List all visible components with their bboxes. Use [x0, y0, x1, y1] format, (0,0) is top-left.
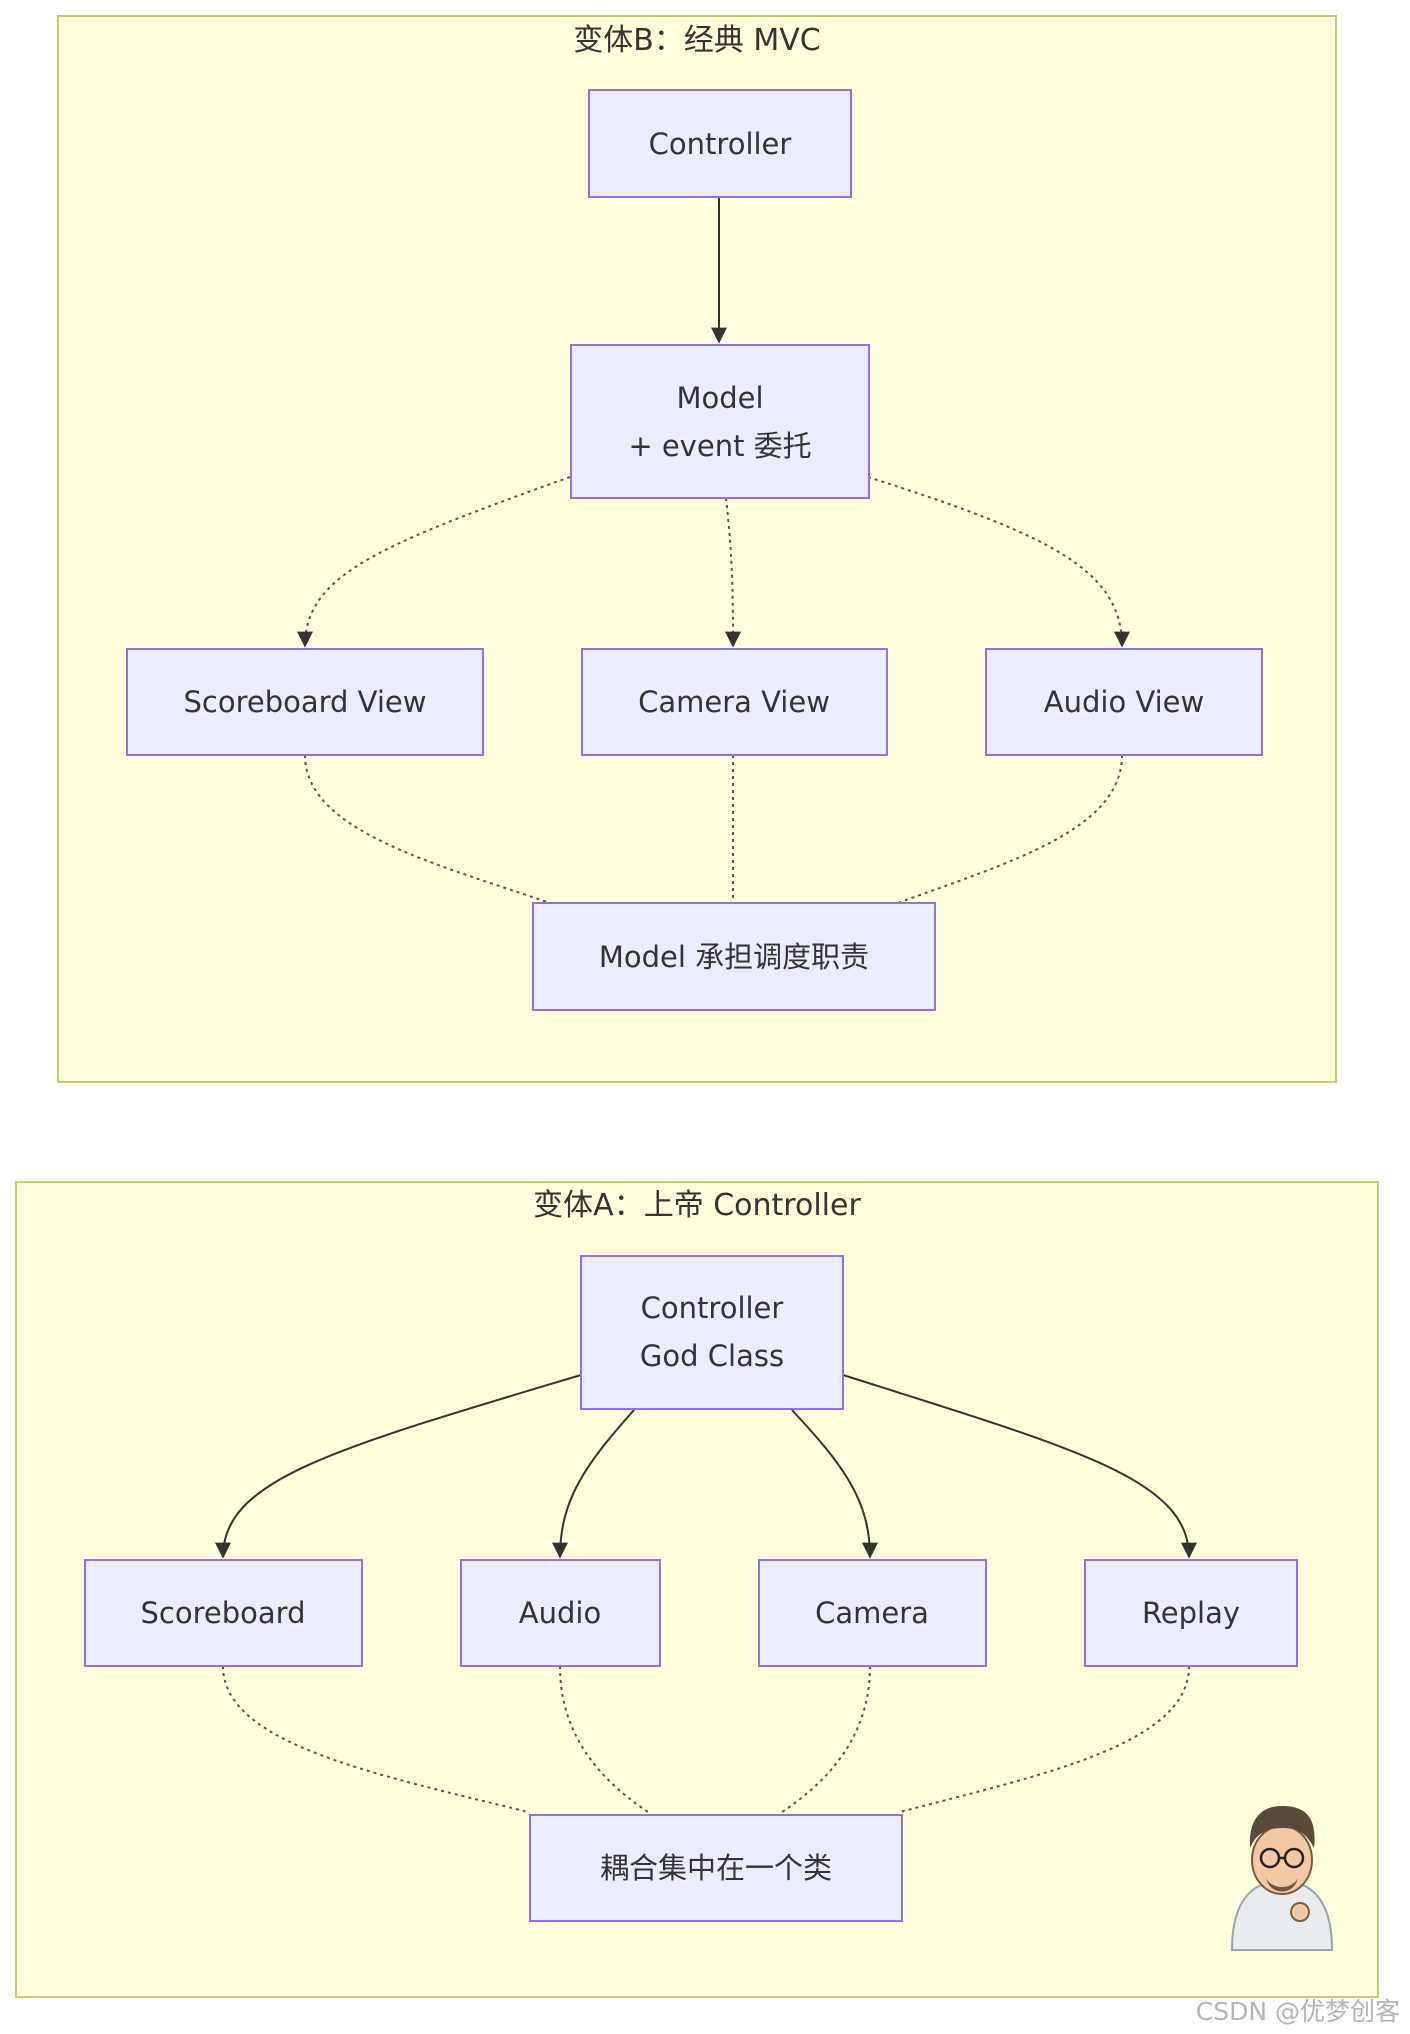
node-replay: Replay: [1084, 1559, 1298, 1667]
node-controller: Controller: [588, 89, 852, 198]
edge-scoreboard-to-coupling: [222, 1665, 529, 1813]
cluster-title-mvc: 变体B：经典 MVC: [573, 23, 820, 58]
edge-model-to-audio-view: [867, 476, 1130, 648]
node-model-dispatch: Model 承担调度职责: [532, 902, 936, 1011]
node-camera-view-label: Camera View: [638, 685, 830, 719]
node-camera-label: Camera: [815, 1596, 929, 1630]
node-scoreboard-view: Scoreboard View: [126, 648, 484, 756]
mvc-edges: [297, 198, 1130, 904]
node-audio-label: Audio: [519, 1596, 601, 1630]
avatar-illustration: [1230, 1806, 1334, 1951]
edge-god-to-replay: [842, 1374, 1197, 1559]
node-god-controller-label-line1: Controller: [641, 1291, 784, 1325]
node-camera: Camera: [758, 1559, 987, 1667]
node-controller-label: Controller: [649, 127, 792, 161]
god-edges: [215, 1374, 1197, 1813]
edge-camera-to-coupling: [781, 1665, 871, 1813]
node-camera-view: Camera View: [581, 648, 888, 756]
node-coupling-label: 耦合集中在一个类: [600, 1851, 832, 1885]
node-model: Model + event 委托: [570, 344, 870, 499]
node-god-controller-label-line2: God Class: [640, 1339, 784, 1373]
node-scoreboard-view-label: Scoreboard View: [183, 685, 426, 719]
edge-audio-to-coupling: [559, 1665, 649, 1813]
node-god-controller: Controller God Class: [580, 1255, 844, 1410]
node-scoreboard: Scoreboard: [84, 1559, 363, 1667]
edge-god-to-camera: [791, 1409, 878, 1559]
node-replay-label: Replay: [1142, 1596, 1240, 1630]
node-model-label-line2: + event 委托: [628, 429, 811, 463]
node-audio: Audio: [460, 1559, 661, 1667]
node-model-dispatch-label: Model 承担调度职责: [599, 940, 869, 974]
node-scoreboard-label: Scoreboard: [141, 1596, 306, 1630]
node-audio-view: Audio View: [985, 648, 1263, 756]
edge-god-to-audio: [552, 1409, 635, 1559]
node-audio-view-label: Audio View: [1044, 685, 1204, 719]
node-model-label-line1: Model: [676, 381, 763, 415]
edge-scoreboard-view-to-dispatch: [304, 754, 551, 904]
cluster-title-god: 变体A：上帝 Controller: [533, 1188, 861, 1223]
edge-replay-to-coupling: [899, 1665, 1190, 1813]
edge-god-to-scoreboard: [215, 1374, 582, 1559]
watermark: CSDN @优梦创客: [1195, 1997, 1400, 2026]
node-coupling: 耦合集中在一个类: [529, 1814, 903, 1922]
